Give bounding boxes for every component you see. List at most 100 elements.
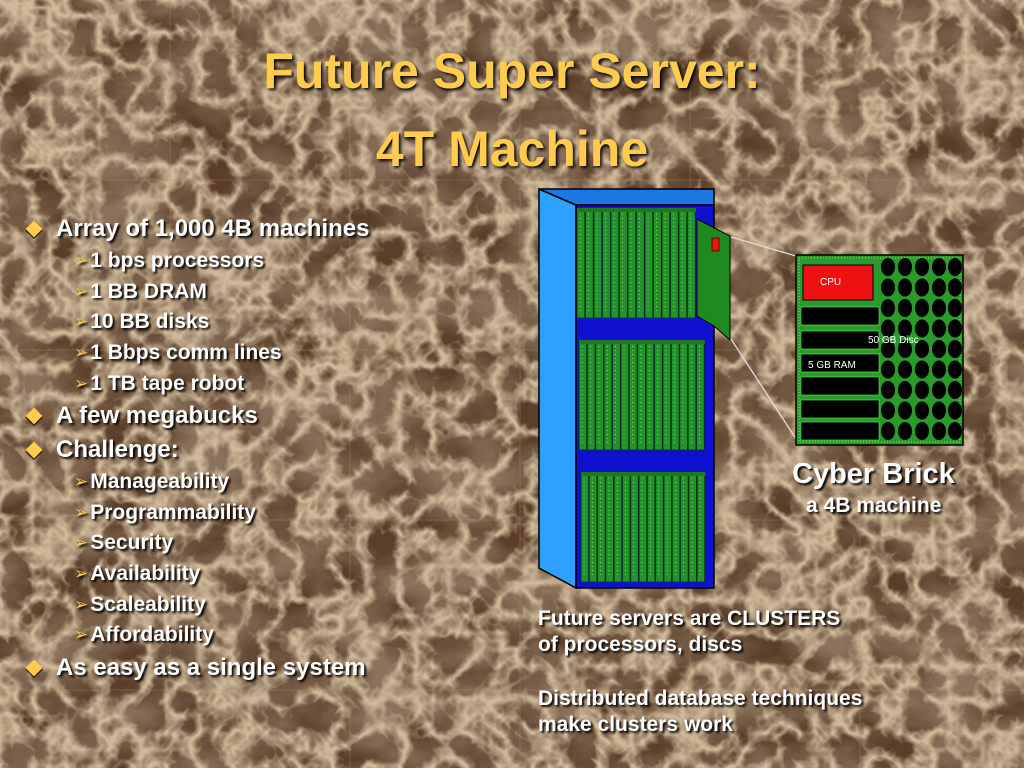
rack-board [627, 209, 637, 319]
rack-board [663, 473, 672, 583]
sub-bullet-item: ➢Manageability [74, 470, 230, 494]
rack-board [603, 341, 613, 451]
rack-board [636, 209, 645, 319]
arrow-bullet-icon: ➢ [74, 251, 89, 271]
disc-chip [898, 319, 912, 338]
disc-chip [881, 258, 895, 276]
bullet-item: Array of 1,000 4B machines [22, 212, 522, 246]
arrow-bullet-icon: ➢ [74, 472, 89, 492]
sub-bullet-item: ➢Scaleability [74, 592, 206, 616]
rack-board [597, 473, 606, 583]
rack-board [576, 209, 586, 319]
disc-chip [915, 258, 929, 276]
ram-slot [800, 330, 880, 350]
disc-chip [948, 340, 962, 358]
disc-chip [915, 422, 929, 440]
disc-chip [898, 278, 912, 297]
sub-bullet-item: ➢Programmability [74, 500, 256, 524]
disc-chip [932, 360, 946, 379]
disc-chip [881, 319, 895, 338]
arrow-bullet-icon: ➢ [74, 281, 89, 301]
disc-chip [948, 278, 962, 297]
rack-board [622, 473, 631, 583]
disc-chip [932, 258, 946, 276]
disc-chip [898, 258, 912, 276]
slide-title-line1: Future Super Server: [263, 43, 761, 99]
rack-board [678, 209, 688, 319]
sub-bullet-item: ➢Security [74, 531, 174, 555]
disc-chip [932, 340, 946, 358]
rack-board [655, 473, 664, 583]
rack-board [671, 473, 681, 583]
rack-board [687, 209, 696, 319]
shelf-top [577, 208, 696, 212]
disc-chip [948, 319, 962, 338]
sub-bullet-item: ➢1 Bbps comm lines [74, 341, 282, 365]
rack-board [661, 209, 671, 319]
disc-chip [932, 422, 946, 440]
cyber-brick-board: CPU 50 GB Disc 5 GB RAM [795, 254, 964, 446]
rack-board [696, 341, 705, 451]
sub-bullet-item: ➢1 BB DRAM [74, 279, 207, 303]
disc-chip [932, 401, 946, 420]
rack-shelves [576, 208, 706, 583]
slide-title-line2: 4T Machine [375, 121, 649, 177]
rack-board [670, 209, 679, 319]
disc-chip [898, 340, 912, 358]
rack-board [638, 473, 647, 583]
rack-board [671, 341, 680, 451]
arrow-bullet-icon: ➢ [74, 564, 89, 584]
cpu-label: CPU [820, 277, 841, 288]
arrow-bullet-icon: ➢ [74, 373, 89, 393]
rack-board [653, 209, 662, 319]
rack-board [602, 209, 611, 319]
disc-chip [948, 299, 962, 317]
distributed-note: Distributed database techniques make clu… [538, 687, 863, 736]
disc-chip [948, 360, 962, 379]
disc-chip [915, 360, 929, 379]
rack-board [654, 341, 663, 451]
bullet-item: Challenge: [22, 433, 522, 467]
ram-slot [800, 376, 880, 396]
disc-chip [881, 401, 895, 420]
disc-chip [898, 401, 912, 420]
rack-board [578, 341, 587, 451]
disc-chip [932, 319, 946, 338]
rack-board [612, 341, 621, 451]
disc-chip [948, 381, 962, 399]
arrow-bullet-icon: ➢ [74, 312, 89, 332]
rack-board [679, 341, 688, 451]
rack-board [619, 209, 628, 319]
ram-slot [800, 399, 880, 419]
rack-board [595, 341, 604, 451]
disc-chip [948, 258, 962, 276]
rack-board [630, 473, 639, 583]
sub-bullet-item: ➢10 BB disks [74, 310, 210, 334]
cpu-chip [802, 264, 874, 301]
disc-chip [915, 299, 929, 317]
cyber-brick-caption: Cyber Brick [792, 458, 955, 490]
disc-chip [932, 278, 946, 297]
arrow-bullet-icon: ➢ [74, 533, 89, 553]
ram-slot [800, 421, 880, 441]
disc-chip [932, 299, 946, 317]
rack-board [610, 209, 620, 319]
rack-board [629, 341, 638, 451]
disc-chip [881, 422, 895, 440]
arrow-bullet-icon: ➢ [74, 343, 89, 363]
rack-board [688, 473, 697, 583]
disc-chip [881, 278, 895, 297]
disc-chip [915, 401, 929, 420]
disc-chip [898, 381, 912, 399]
disc-chip [948, 401, 962, 420]
rack-board [588, 473, 598, 583]
arrow-bullet-icon: ➢ [74, 594, 89, 614]
rack-board [613, 473, 623, 583]
rack-board [620, 341, 629, 451]
sub-bullet-item: ➢Availability [74, 562, 201, 586]
rack-board [587, 341, 596, 451]
bullet-list: Array of 1,000 4B machines ➢1 bps proces… [22, 212, 522, 685]
disc-chip [915, 381, 929, 399]
disc-chip [898, 299, 912, 317]
